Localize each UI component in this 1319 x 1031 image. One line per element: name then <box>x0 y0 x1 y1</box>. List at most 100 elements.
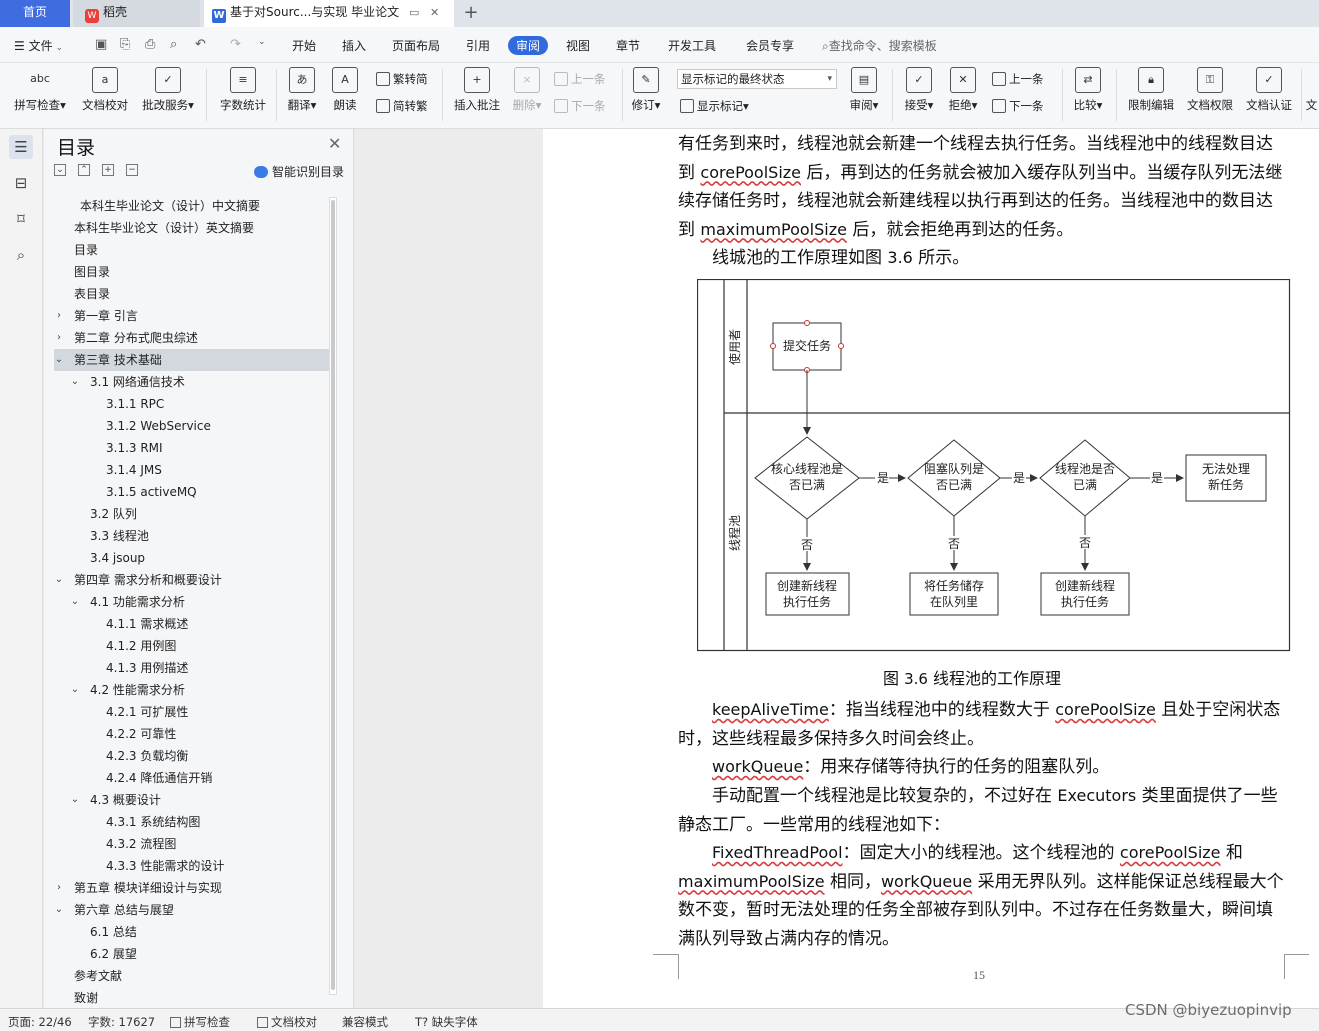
toc-item[interactable]: 4.3.1 系统结构图 <box>54 811 330 833</box>
markup-mode-select[interactable]: 显示标记的最终状态▾ <box>677 69 837 89</box>
menu-section[interactable]: 章节 <box>616 39 641 53</box>
page-indicator[interactable]: 页面: 22/46 <box>8 1015 72 1029</box>
command-search[interactable]: ⌕查找命令、搜索模板 <box>822 37 937 54</box>
trad-to-simp-button[interactable]: 繁转简 <box>376 71 428 87</box>
toc-item[interactable]: 3.3 线程池 <box>54 525 330 547</box>
reject-button[interactable]: ✕拒绝▾ <box>944 67 982 113</box>
toc-item[interactable]: 3.1.5 activeMQ <box>54 481 330 503</box>
toc-item[interactable]: ⌄第四章 需求分析和概要设计 <box>54 569 330 591</box>
next-comment-button[interactable]: 下一条 <box>554 98 606 114</box>
menu-reference[interactable]: 引用 <box>466 39 491 53</box>
toc-item[interactable]: 3.1.2 WebService <box>54 415 330 437</box>
close-icon[interactable]: ✕ <box>328 134 342 153</box>
toc-item[interactable]: 参考文献 <box>54 965 330 987</box>
quick-access-more-icon[interactable]: ⌄ <box>258 37 266 47</box>
collapse-all-icon[interactable]: ⌄ <box>54 164 66 176</box>
print-icon[interactable]: ⎙ <box>145 37 156 52</box>
tab-close-icon[interactable]: ✕ <box>430 6 440 19</box>
chevron-down-icon[interactable]: ⌄ <box>54 904 64 915</box>
missing-font[interactable]: T? 缺失字体 <box>415 1014 478 1030</box>
batch-service-button[interactable]: ✓批改服务▾ <box>138 67 198 113</box>
toc-item[interactable]: 4.2.4 降低通信开销 <box>54 767 330 789</box>
toc-item[interactable]: 3.4 jsoup <box>54 547 330 569</box>
chevron-down-icon[interactable]: ⌄ <box>54 574 64 585</box>
bookmark-icon[interactable]: ⌑ <box>17 210 25 228</box>
undo-icon[interactable]: ↶ <box>195 37 206 52</box>
toc-item[interactable]: 4.1.1 需求概述 <box>54 613 330 635</box>
save-icon[interactable]: ▣ <box>95 37 108 52</box>
ribbon-more-button[interactable]: 文 <box>1304 67 1319 113</box>
menu-page-layout[interactable]: 页面布局 <box>392 39 441 53</box>
toc-item[interactable]: 图目录 <box>54 261 330 283</box>
compare-button[interactable]: ⇄比较▾ <box>1068 67 1108 113</box>
word-count-indicator[interactable]: 字数: 17627 <box>88 1015 156 1029</box>
chapter-nav-icon[interactable]: ⊟ <box>14 174 28 192</box>
toc-item[interactable]: 4.3.2 流程图 <box>54 833 330 855</box>
toc-item[interactable]: 3.1.1 RPC <box>54 393 330 415</box>
toc-item[interactable]: 4.1.2 用例图 <box>54 635 330 657</box>
toc-item[interactable]: 6.1 总结 <box>54 921 330 943</box>
toc-item[interactable]: 表目录 <box>54 283 330 305</box>
review-pane-button[interactable]: ▤审阅▾ <box>845 67 883 113</box>
menu-start[interactable]: 开始 <box>292 39 317 53</box>
menu-insert[interactable]: 插入 <box>342 39 367 53</box>
toc-item[interactable]: ⌄3.1 网络通信技术 <box>54 371 330 393</box>
toc-item[interactable]: 3.2 队列 <box>54 503 330 525</box>
insert-comment-button[interactable]: +插入批注 <box>450 67 504 113</box>
toc-item[interactable]: 6.2 展望 <box>54 943 330 965</box>
menu-member[interactable]: 会员专享 <box>746 39 795 53</box>
document-page[interactable]: 有任务到来时，线程池就会新建一个线程去执行任务。当线程池中的线程数目达到 cor… <box>543 129 1319 1008</box>
new-tab-button[interactable]: + <box>463 2 479 23</box>
toc-item[interactable]: 4.1.3 用例描述 <box>54 657 330 679</box>
toc-item[interactable]: 4.2.1 可扩展性 <box>54 701 330 723</box>
tab-window-icon[interactable]: ▭ <box>409 6 420 19</box>
restrict-edit-button[interactable]: 🔒︎限制编辑 <box>1124 67 1178 113</box>
toc-item[interactable]: ⌄第三章 技术基础 <box>54 349 330 371</box>
prev-change-button[interactable]: 上一条 <box>992 71 1044 87</box>
tab-home[interactable]: 首页 <box>0 0 70 27</box>
toc-item[interactable]: ⌄4.1 功能需求分析 <box>54 591 330 613</box>
toc-panel-icon[interactable]: ☰ <box>9 135 33 159</box>
toc-item[interactable]: ›第二章 分布式爬虫综述 <box>54 327 330 349</box>
translate-button[interactable]: あ翻译▾ <box>284 67 320 113</box>
add-heading-icon[interactable]: + <box>102 164 114 176</box>
toc-item[interactable]: ›第五章 模块详细设计与实现 <box>54 877 330 899</box>
toc-item[interactable]: 本科生毕业论文（设计）中文摘要 <box>54 195 330 217</box>
compat-mode[interactable]: 兼容模式 <box>342 1015 388 1029</box>
doc-auth-button[interactable]: ✓文档认证 <box>1242 67 1296 113</box>
toc-item[interactable]: ⌄4.2 性能需求分析 <box>54 679 330 701</box>
toc-item[interactable]: 4.3.3 性能需求的设计 <box>54 855 330 877</box>
toc-item[interactable]: 4.2.3 负载均衡 <box>54 745 330 767</box>
accept-button[interactable]: ✓接受▾ <box>900 67 938 113</box>
toc-item[interactable]: ⌄4.3 概要设计 <box>54 789 330 811</box>
chevron-right-icon[interactable]: › <box>57 332 61 343</box>
chevron-right-icon[interactable]: › <box>57 882 61 893</box>
toc-scrollbar[interactable] <box>329 197 337 995</box>
chevron-right-icon[interactable]: › <box>57 310 61 321</box>
chevron-down-icon[interactable]: ⌄ <box>54 354 64 365</box>
export-pdf-icon[interactable]: ⎘ <box>120 37 131 52</box>
toc-item[interactable]: 目录 <box>54 239 330 261</box>
file-menu[interactable]: ☰ 文件 ⌄ <box>14 37 63 54</box>
find-icon[interactable]: ⌕ <box>16 246 26 264</box>
prev-comment-button[interactable]: 上一条 <box>554 71 606 87</box>
redo-icon[interactable]: ↷ <box>230 37 241 52</box>
chevron-down-icon[interactable]: ⌄ <box>70 684 80 695</box>
chevron-down-icon[interactable]: ⌄ <box>70 794 80 805</box>
toc-item[interactable]: ⌄第六章 总结与展望 <box>54 899 330 921</box>
status-spellcheck[interactable]: 拼写检查 <box>170 1014 230 1030</box>
expand-all-icon[interactable]: ⌃ <box>78 164 90 176</box>
word-count-button[interactable]: ≡字数统计 <box>216 67 270 113</box>
remove-heading-icon[interactable]: − <box>126 164 138 176</box>
toc-scrollbar-thumb[interactable] <box>331 200 335 990</box>
toc-item[interactable]: 3.1.3 RMI <box>54 437 330 459</box>
chevron-down-icon[interactable]: ⌄ <box>70 376 80 387</box>
toc-item[interactable]: 3.1.4 JMS <box>54 459 330 481</box>
show-markup-button[interactable]: 显示标记▾ <box>680 98 749 114</box>
toc-item[interactable]: ›第一章 引言 <box>54 305 330 327</box>
menu-view[interactable]: 视图 <box>566 39 591 53</box>
